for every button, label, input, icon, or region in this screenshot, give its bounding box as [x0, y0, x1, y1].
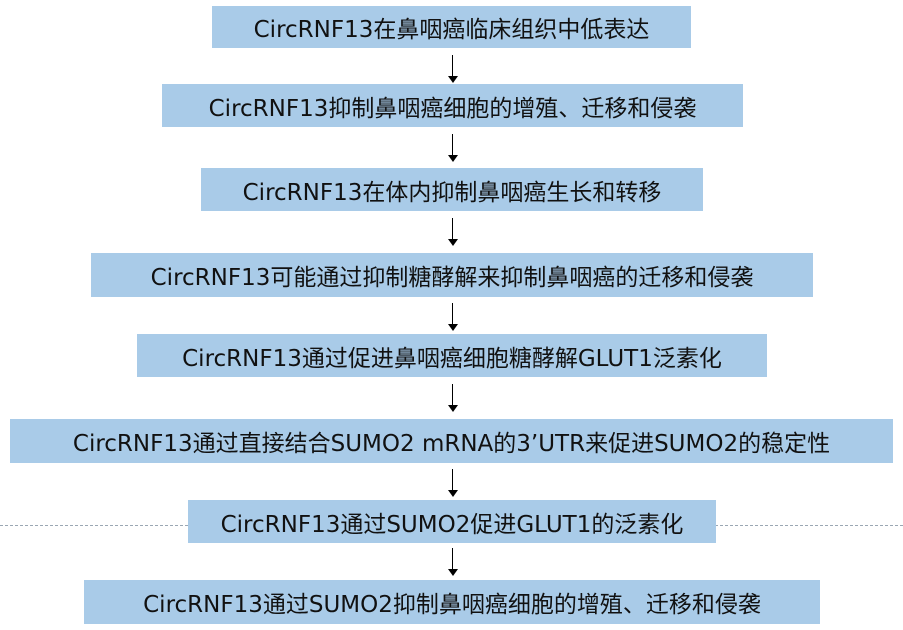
arrow-down-icon	[447, 548, 459, 576]
arrow-down-icon	[447, 469, 459, 497]
step-8-box: CircRNF13通过SUMO2抑制鼻咽癌细胞的增殖、迁移和侵袭	[84, 580, 820, 624]
step-4-box: CircRNF13可能通过抑制糖酵解来抑制鼻咽癌的迁移和侵袭	[91, 253, 813, 297]
step-3-box: CircRNF13在体内抑制鼻咽癌生长和转移	[201, 168, 703, 211]
arrow-down-icon	[447, 218, 459, 246]
step-1-box: CircRNF13在鼻咽癌临床组织中低表达	[212, 6, 691, 48]
arrow-down-icon	[447, 55, 459, 83]
arrow-down-icon	[447, 384, 459, 412]
step-2-box: CircRNF13抑制鼻咽癌细胞的增殖、迁移和侵袭	[162, 84, 743, 127]
step-6-box: CircRNF13通过直接结合SUMO2 mRNA的3’UTR来促进SUMO2的…	[10, 419, 893, 463]
step-7-box: CircRNF13通过SUMO2促进GLUT1的泛素化	[188, 500, 716, 543]
arrow-down-icon	[447, 303, 459, 331]
arrow-down-icon	[447, 134, 459, 162]
step-5-box: CircRNF13通过促进鼻咽癌细胞糖酵解GLUT1泛素化	[137, 334, 767, 377]
